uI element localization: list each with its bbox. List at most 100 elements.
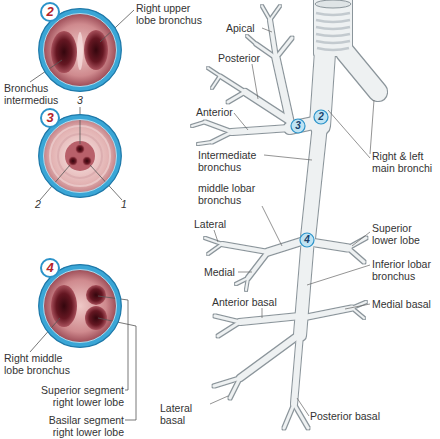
segment-label: Lateral basal [160,402,216,426]
bronchus-branch [300,238,308,335]
bronchus-branch [205,122,232,132]
cartilage-ring [316,13,350,15]
segment-opening [76,145,85,154]
bronchus-branch [262,6,270,20]
part-label: Right upper lobe bronchus [136,2,208,26]
scope-ring [44,14,117,87]
bronchus-branch [205,238,222,244]
bronchus-branch [220,76,245,92]
bronchus-branch [348,248,364,262]
bronchus-branch [208,244,222,254]
bronchus-branch [276,38,292,58]
leader-line [210,396,228,404]
bronchus-branch [352,308,364,318]
bronchus-branch [222,244,268,252]
leader-line [98,296,128,390]
bronchus-branch [228,92,245,102]
callout-number: 4 [40,258,60,278]
lumen [51,31,77,73]
bronchus-branch [230,378,240,398]
bronchus-branch [284,404,294,428]
bronchus-branch [248,252,268,278]
bronchus-branch [192,122,205,126]
mucosa [40,266,120,346]
bronchus-branch [294,404,308,428]
bronchus-branch [208,68,220,76]
cartilage-ring [316,20,350,22]
part-label: Superior segment right lower lobe [34,384,124,408]
callout-number: 3 [40,108,60,128]
cartilage-ring [317,48,349,50]
segment-label: Anterior basal [212,296,288,308]
lumen [86,285,106,305]
bronchus-branch [245,92,288,120]
segment-opening [83,157,92,166]
mucosa [40,10,120,90]
bronchus-branch [247,36,256,44]
bronchoscopic-view [40,10,120,90]
bronchus-branch [294,334,300,404]
cartilage-ring [316,27,350,29]
part-label: Right middle lobe bronchus [4,352,76,376]
location-marker: 3 [290,118,306,134]
callout-number: 2 [32,198,44,210]
segment-label: Posterior [218,52,268,64]
segment-label: Medial basal [372,298,438,310]
leader-line [297,398,309,416]
bronchoscopic-view: 2 [38,8,122,92]
leader-line [234,113,248,130]
bronchus-branch [198,142,212,144]
marker-circle [291,119,305,133]
lumen [85,306,107,330]
callout-number: 4 [299,232,315,248]
callout-number: 2 [40,2,60,22]
bronchus-branch [302,308,352,318]
bronchus-branch [215,316,240,322]
bronchus-branch [345,52,378,92]
part-label: Inferior lobar bronchus [372,258,440,282]
bronchoscopic-view: 4 [38,264,122,348]
scope-ring [41,267,119,345]
bronchial-tree [192,0,378,428]
scope-ring [44,270,117,343]
callout-number: 2 [313,109,329,125]
leader-line [352,232,370,246]
leader-line [262,206,282,246]
leader-line [214,230,218,242]
lumen [65,141,95,171]
callout-number: 3 [74,94,86,106]
leader-line [370,100,374,154]
segment-label: Medial [204,266,240,278]
leader-line [345,304,370,309]
bronchus-branch [270,20,276,58]
part-label: Intermediate bronchus [198,149,264,173]
part-label: Superior lower lobe [372,222,432,246]
segment-opening [69,157,78,166]
bronchus-branch [232,128,290,132]
callout-number: 3 [290,118,306,134]
cartilage-ring [316,41,350,43]
leader-line [262,28,272,32]
location-marker: 4 [299,232,315,248]
bronchoscopic-view: 3 [38,114,122,198]
marker-circle [314,110,328,124]
bronchus-branch [240,316,300,322]
leader-line [262,308,263,318]
leader-line [328,110,370,158]
bronchus-branch [212,132,232,142]
bronchus-branch [270,6,280,20]
lumen [84,30,108,70]
segment-label: Lateral [194,218,234,230]
leader-line [80,107,81,144]
leader-line [307,265,370,285]
part-label: Right & left main bronchi [372,150,440,174]
cartilage-ring [316,34,350,36]
callout-number: 1 [118,198,130,210]
part-label: middle lobar bronchus [198,182,262,206]
bronchus-branch [308,125,320,238]
marker-circle [300,233,314,247]
bronchus-branch [310,242,348,248]
bronchus-branch [246,278,248,290]
leader-line [264,155,312,160]
